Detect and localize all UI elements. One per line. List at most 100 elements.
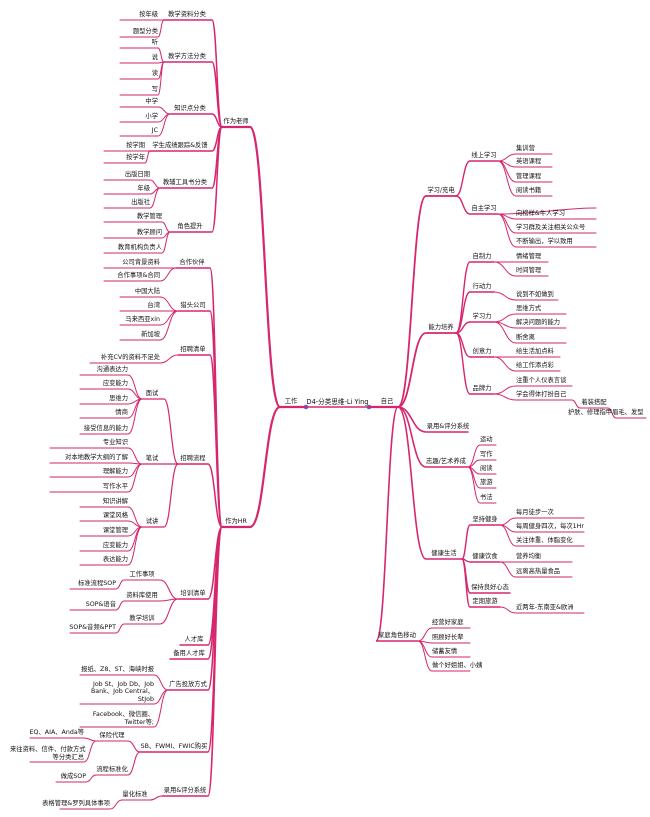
topic-written-test-item[interactable]: 理解能力	[102, 468, 128, 475]
topic-written-test-item[interactable]: 写作水平	[102, 483, 128, 490]
topic-mindset[interactable]: 保持良好心态	[471, 584, 509, 591]
topic-hobby[interactable]: 志趣/艺术养成	[426, 458, 466, 465]
topic-training-sub[interactable]: 标准流程SOP	[78, 580, 116, 587]
topic-online-learning-item[interactable]: 管理课程	[516, 173, 542, 180]
topic-recruit-system[interactable]: 录用&评分系统	[426, 423, 470, 430]
root-topic[interactable]: D4-分类思维-Li Ying	[306, 398, 369, 406]
topic-insurance-agent[interactable]: 保险代理	[99, 732, 125, 739]
topic-fitness-item[interactable]: 每周健身四次，每次1Hr	[516, 523, 585, 530]
topic-training-item[interactable]: 工作事项	[129, 571, 155, 578]
topic-training-item[interactable]: 资料库使用	[126, 592, 158, 599]
topic-teaching-method[interactable]: 教学方法分类	[168, 53, 206, 60]
topic-action-item[interactable]: 说到不如做到	[516, 291, 554, 298]
topic-student-score-item[interactable]: 按学年	[126, 154, 145, 161]
topic-creativity-item[interactable]: 给生活加点料	[516, 348, 554, 355]
topic-hobby-item[interactable]: 旅游	[480, 479, 493, 486]
topic-trial-lecture-item[interactable]: 课堂管理	[102, 527, 128, 534]
topic-partner[interactable]: 合作伙伴	[179, 259, 205, 266]
topic-ad-item[interactable]: Facebook、微信圈、 Twitter等;	[92, 711, 154, 726]
topic-teaching-material-item[interactable]: 按年级	[139, 11, 158, 18]
topic-interview-item[interactable]: 思维力	[109, 395, 128, 402]
topic-role-upgrade-item[interactable]: 教育机构负责人	[117, 244, 162, 251]
topic-headhunter-item[interactable]: 台湾	[147, 302, 160, 309]
topic-ad-channels[interactable]: 广告投放方式	[169, 681, 207, 688]
topic-dress-item[interactable]: 护肤、修理指甲眉毛、发型	[568, 409, 644, 416]
topic-insurance-item[interactable]: EQ、AIA、Anda等	[29, 729, 84, 736]
topic-interview-item[interactable]: 接受信息的能力	[83, 425, 128, 432]
topic-written-test-item[interactable]: 对本地教学大纲的了解	[65, 454, 128, 461]
topic-diet-item[interactable]: 营养均衡	[516, 553, 542, 560]
topic-self-control-item[interactable]: 情绪管理	[516, 253, 542, 260]
topic-self-study-item[interactable]: 向榜样&牛人学习	[516, 210, 565, 217]
topic-ad-item[interactable]: 报纸、Z8、ST、海峡时报	[81, 666, 154, 673]
topic-written-test[interactable]: 笔试	[145, 455, 159, 462]
topic-travel-item[interactable]: 近两年-东南亚&欧洲	[516, 604, 574, 611]
topic-interview-item[interactable]: 沟通表达力	[96, 366, 128, 373]
topic-talent-pool[interactable]: 人才库	[184, 636, 204, 643]
topic-action[interactable]: 行动力	[472, 283, 492, 290]
topic-process-standard[interactable]: 流程标准化	[96, 766, 128, 773]
topic-insurance-item[interactable]: 来往资料、信件、付款方式 等分类汇总	[10, 746, 86, 761]
topic-self-control-item[interactable]: 时间管理	[516, 267, 542, 274]
topic-role-upgrade-item[interactable]: 教学管理	[136, 213, 162, 220]
topic-hobby-item[interactable]: 书法	[480, 494, 493, 501]
topic-teaching-method-item[interactable]: 说	[151, 54, 158, 61]
topic-teaching-material[interactable]: 教学资料分类	[168, 11, 206, 18]
topic-textbook-item[interactable]: 年级	[137, 185, 150, 192]
topic-work[interactable]: 工作	[284, 398, 298, 405]
topic-family-role[interactable]: 家庭角色移动	[378, 632, 416, 639]
topic-textbook[interactable]: 教辅工具书分类	[162, 179, 208, 186]
topic-healthy-life[interactable]: 健康生活	[431, 550, 457, 557]
topic-hr[interactable]: 作为HR	[225, 518, 247, 525]
topic-knowledge-item[interactable]: JC	[151, 127, 158, 134]
topic-headhunter[interactable]: 猎头公司	[180, 302, 206, 309]
topic-headhunter-item[interactable]: 马来西亚xin	[125, 316, 160, 323]
topic-family-item[interactable]: 经营好家庭	[432, 619, 464, 626]
topic-hobby-item[interactable]: 运动	[480, 436, 493, 443]
topic-training-list[interactable]: 培训清单	[180, 590, 206, 597]
topic-recruit-list[interactable]: 招聘清单	[180, 346, 206, 353]
topic-teaching-method-item[interactable]: 听	[151, 39, 158, 46]
topic-process-item[interactable]: 做成SOP	[60, 773, 86, 780]
topic-trial-lecture-item[interactable]: 表达能力	[102, 556, 128, 563]
topic-recruit-list-item[interactable]: 补充CV的资料不足处	[100, 354, 160, 361]
topic-admission-system[interactable]: 录用&评分系统	[163, 787, 207, 794]
topic-learning-ability-item[interactable]: 解决问题的能力	[516, 319, 561, 326]
topic-teaching-method-item[interactable]: 写	[151, 86, 158, 93]
topic-trial-lecture-item[interactable]: 知识讲解	[102, 498, 128, 505]
topic-brand-item[interactable]: 学会得体打扮自己	[516, 391, 567, 398]
topic-teaching-material-item[interactable]: 题型分类	[132, 28, 158, 35]
topic-learning-ability[interactable]: 学习力	[472, 313, 492, 320]
topic-self[interactable]: 自己	[380, 398, 394, 405]
topic-trial-lecture-item[interactable]: 课堂风格	[102, 512, 128, 519]
topic-recruit-process[interactable]: 招聘流程	[180, 455, 206, 462]
topic-family-item[interactable]: 储蓄友情	[432, 648, 458, 655]
topic-training-sub[interactable]: SOP&语音	[85, 601, 116, 608]
topic-ad-item[interactable]: Job St、Job Db、Job Bank、Job Central、 StJo…	[90, 680, 154, 703]
topic-teacher[interactable]: 作为老师	[223, 118, 249, 125]
topic-headhunter-item[interactable]: 新加坡	[141, 331, 160, 338]
topic-knowledge[interactable]: 知识点分类	[174, 105, 206, 112]
topic-knowledge-item[interactable]: 中学	[145, 98, 158, 105]
topic-partner-item[interactable]: 公司背景资料	[122, 259, 160, 266]
topic-role-upgrade-item[interactable]: 教学顾问	[136, 229, 162, 236]
topic-online-learning-item[interactable]: 集训营	[516, 145, 535, 152]
topic-backup-pool[interactable]: 备用人才库	[173, 650, 205, 657]
topic-fitness-item[interactable]: 关注体重、体脂变化	[516, 537, 573, 544]
topic-interview-item[interactable]: 情商	[115, 409, 128, 416]
topic-creativity-item[interactable]: 给工作添点彩	[516, 362, 554, 369]
topic-teaching-method-item[interactable]: 读	[151, 70, 158, 77]
topic-hobby-item[interactable]: 写作	[480, 451, 493, 458]
topic-brand[interactable]: 品牌力	[472, 385, 492, 392]
topic-creativity[interactable]: 创意力	[472, 348, 492, 355]
topic-ability[interactable]: 能力培养	[428, 324, 454, 331]
topic-self-study-item[interactable]: 学习群及关注相关公众号	[516, 224, 586, 231]
topic-fitness-item[interactable]: 每月徒步一次	[516, 509, 554, 516]
topic-interview[interactable]: 面试	[145, 390, 159, 397]
topic-family-item[interactable]: 做个好姐姐、小姨	[432, 662, 483, 669]
topic-sb-purchase[interactable]: SB、FWMI、FWIC购买	[140, 743, 208, 750]
topic-family-item[interactable]: 照顾好长辈	[432, 634, 464, 641]
topic-diet[interactable]: 健康饮食	[472, 553, 498, 560]
topic-study[interactable]: 学习/充电	[427, 187, 455, 194]
topic-self-control[interactable]: 自制力	[472, 253, 492, 260]
